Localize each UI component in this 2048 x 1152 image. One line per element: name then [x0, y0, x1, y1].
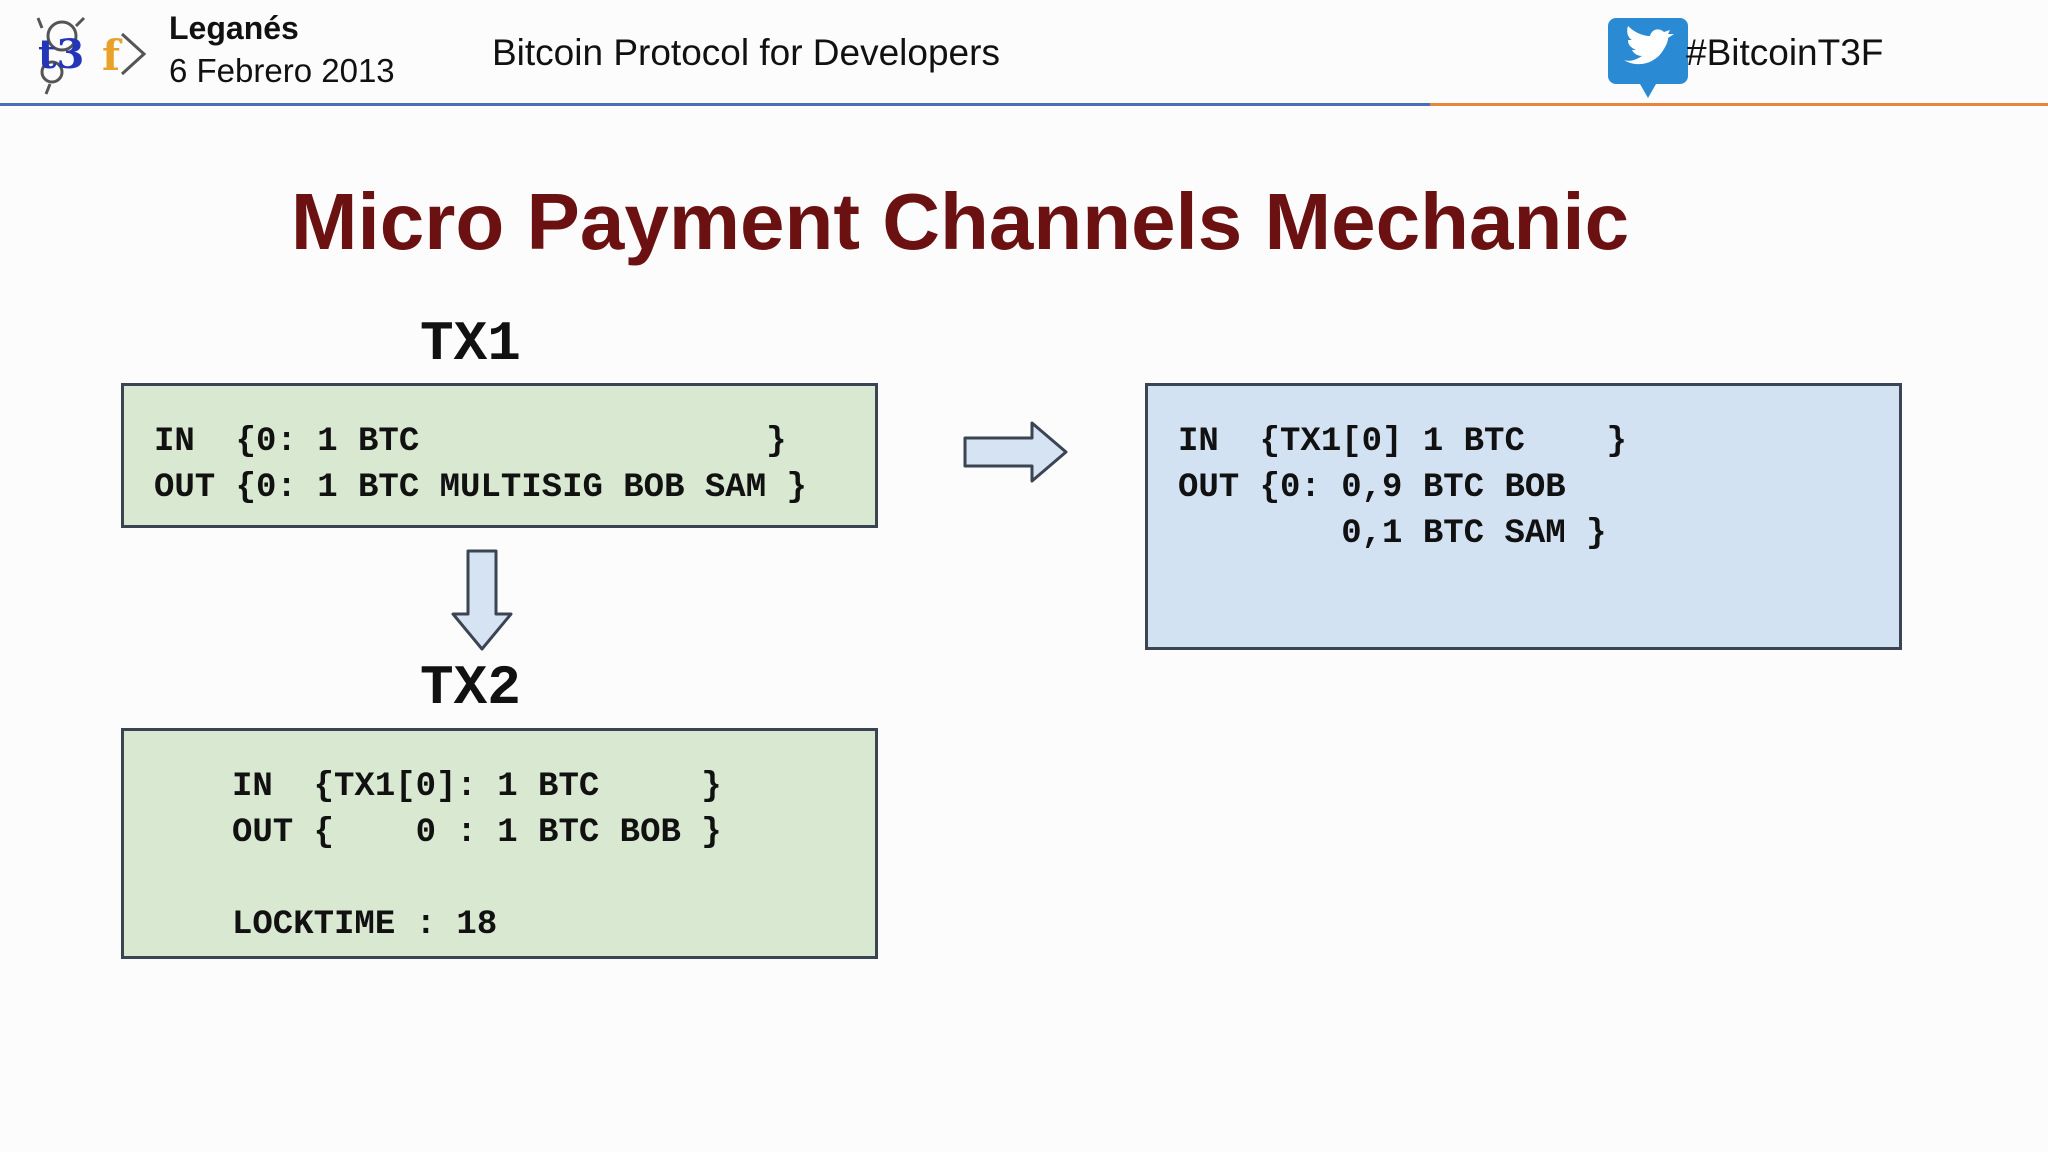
- slide-header: t3 f Leganés 6 Febrero 2013 Bitcoin Prot…: [0, 0, 2048, 108]
- conference-title: Bitcoin Protocol for Developers: [492, 32, 1000, 73]
- t3f-logo: t3 f: [36, 16, 147, 95]
- svg-text:t3: t3: [38, 31, 84, 78]
- tx3-line-out-cont: 0,1 BTC SAM }: [1178, 515, 1607, 553]
- slide-title: Micro Payment Channels Mechanic: [290, 177, 1630, 266]
- tx2-label: TX2: [420, 656, 521, 720]
- tx2-line-out: OUT { 0 : 1 BTC BOB }: [232, 814, 722, 852]
- tx3-line-in: IN {TX1[0] 1 BTC }: [1178, 423, 1627, 461]
- header-rule-blue: [0, 103, 1430, 106]
- tx1-code: IN {0: 1 BTC } OUT {0: 1 BTC MULTISIG BO…: [154, 419, 807, 511]
- twitter-bird-icon: [1608, 18, 1688, 98]
- twitter-hashtag: #BitcoinT3F: [1686, 32, 1884, 73]
- tx2-code: IN {TX1[0]: 1 BTC } OUT { 0 : 1 BTC BOB …: [232, 764, 722, 948]
- location-city: Leganés: [169, 10, 299, 46]
- right-arrow-icon: [963, 421, 1068, 483]
- tx3-code: IN {TX1[0] 1 BTC } OUT {0: 0,9 BTC BOB 0…: [1178, 419, 1627, 557]
- tx3-line-out: OUT {0: 0,9 BTC BOB: [1178, 469, 1566, 507]
- tx1-line-in: IN {0: 1 BTC }: [154, 423, 787, 461]
- svg-text:f: f: [102, 31, 123, 80]
- tx1-line-out: OUT {0: 1 BTC MULTISIG BOB SAM }: [154, 469, 807, 507]
- header-rule-orange: [1430, 103, 2048, 106]
- location-date: 6 Febrero 2013: [169, 52, 395, 89]
- tx1-box: IN {0: 1 BTC } OUT {0: 1 BTC MULTISIG BO…: [121, 383, 878, 528]
- tx3-box: IN {TX1[0] 1 BTC } OUT {0: 0,9 BTC BOB 0…: [1145, 383, 1902, 650]
- tx2-box: IN {TX1[0]: 1 BTC } OUT { 0 : 1 BTC BOB …: [121, 728, 878, 959]
- tx2-line-locktime: LOCKTIME : 18: [232, 906, 498, 944]
- down-arrow-icon: [451, 549, 513, 651]
- tx2-line-in: IN {TX1[0]: 1 BTC }: [232, 768, 722, 806]
- tx1-label: TX1: [420, 312, 521, 376]
